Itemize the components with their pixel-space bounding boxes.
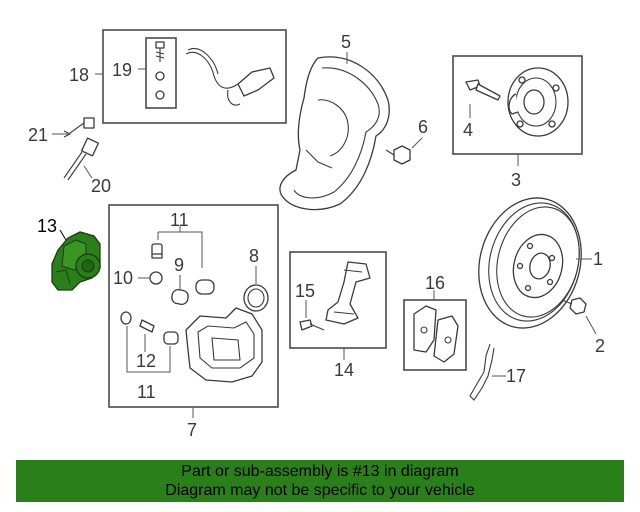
abs-sensor-head xyxy=(237,67,275,97)
bolt-6 xyxy=(385,137,423,165)
callout-16: 16 xyxy=(425,273,445,293)
callout-7: 7 xyxy=(187,420,197,440)
brake-pads-group xyxy=(403,290,467,371)
hub-group xyxy=(452,55,583,166)
callout-1: 1 xyxy=(593,249,603,269)
pad-hardware-group xyxy=(289,251,387,360)
parts-diagram: 1 2 3 4 5 6 7 8 9 10 11 11 12 13 14 15 1… xyxy=(28,29,605,440)
callout-11-bottom: 11 xyxy=(137,382,156,402)
callout-21: 21 xyxy=(28,125,48,145)
callout-13: 13 xyxy=(37,216,57,236)
backing-plate xyxy=(279,52,390,211)
banner-line-1: Part or sub-assembly is #13 in diagram xyxy=(181,463,459,480)
callout-9: 9 xyxy=(174,255,184,275)
bolt-20 xyxy=(63,137,100,181)
caliper-bracket xyxy=(185,307,263,383)
caliper-group xyxy=(108,204,279,418)
callout-8: 8 xyxy=(249,246,259,266)
box-14 xyxy=(289,251,387,349)
callout-20: 20 xyxy=(91,176,111,196)
info-banner: Part or sub-assembly is #13 in diagram D… xyxy=(16,460,624,502)
abs-sensor-group xyxy=(95,29,287,124)
callout-19: 19 xyxy=(112,60,132,80)
callout-18: 18 xyxy=(69,65,89,85)
callout-17: 17 xyxy=(506,366,526,386)
callout-14: 14 xyxy=(334,360,354,380)
callout-3: 3 xyxy=(511,170,521,190)
callout-4: 4 xyxy=(463,120,473,140)
bolt-2 xyxy=(561,297,597,335)
brake-rotor xyxy=(478,197,592,329)
wear-indicator-17 xyxy=(469,343,506,401)
callout-6: 6 xyxy=(418,117,428,137)
box-18 xyxy=(102,29,287,124)
callout-15: 15 xyxy=(295,281,315,301)
box-19 xyxy=(145,37,177,109)
bolt-21 xyxy=(52,117,95,138)
callout-12: 12 xyxy=(136,351,156,371)
caliper-13-highlighted xyxy=(51,229,101,291)
callout-5: 5 xyxy=(341,32,351,52)
callout-2: 2 xyxy=(595,336,605,356)
callout-11-top: 11 xyxy=(170,210,189,230)
abs-sensor-bolt xyxy=(155,41,165,100)
box-16 xyxy=(403,299,467,371)
callout-10: 10 xyxy=(113,268,133,288)
banner-line-2: Diagram may not be specific to your vehi… xyxy=(165,482,475,499)
